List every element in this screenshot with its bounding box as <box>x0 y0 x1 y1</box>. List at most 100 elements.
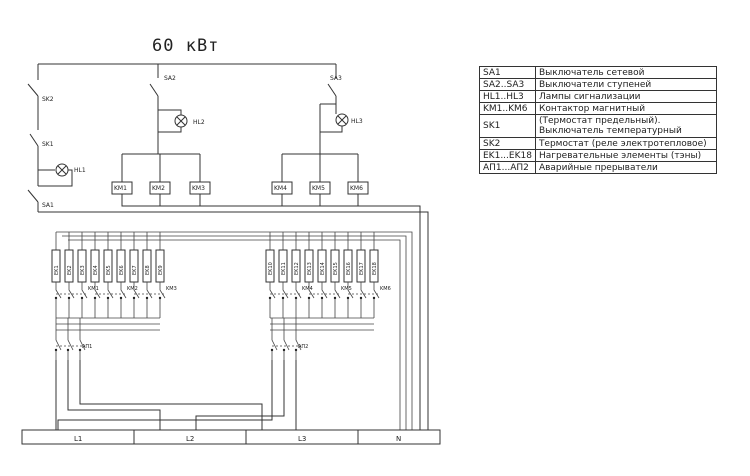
contactor-contact <box>146 282 153 318</box>
legend-code: EK1...EK18 <box>479 149 536 162</box>
hl2-label: HL2 <box>193 119 205 126</box>
contactor-contact-label: KM6 <box>380 286 391 292</box>
terminal-bus <box>21 429 441 445</box>
bus-label-l2: L2 <box>186 435 194 443</box>
legend-code: SK2 <box>479 137 536 150</box>
heating-element-label: EK17 <box>359 262 365 275</box>
breaker-pole <box>271 318 278 360</box>
legend-description: Нагревательные элементы (тэны) <box>534 149 717 162</box>
sa1-switch <box>27 189 39 203</box>
contactor-coil-label: KM3 <box>192 185 205 192</box>
legend-description: Выключатель сетевой <box>534 66 717 79</box>
sk1-switch <box>29 133 39 147</box>
legend-description: Контактор магнитный <box>534 102 717 115</box>
contactor-contact-label: KM3 <box>166 286 177 292</box>
heating-element-label: EK11 <box>281 262 287 275</box>
legend-description-line: Лампы сигнализации <box>538 91 641 102</box>
legend-description: Выключатели ступеней <box>534 78 717 91</box>
contactor-coil-label: KM6 <box>350 185 363 192</box>
contactor-contact <box>133 282 140 318</box>
ap2-label: АП2 <box>298 344 308 350</box>
heating-element-label: EK18 <box>372 262 378 275</box>
legend-description-line: Аварийные прерыватели <box>538 162 658 173</box>
heating-element-label: EK4 <box>93 265 99 275</box>
bus-label-n: N <box>396 435 401 443</box>
legend-description: Аварийные прерыватели <box>534 161 717 174</box>
ap1-label: АП1 <box>82 344 92 350</box>
contactor-contact <box>282 282 289 318</box>
legend-description-line: Выключатель температурный <box>538 126 682 136</box>
sa1-label: SA1 <box>42 202 54 209</box>
contactor-contact <box>347 282 354 318</box>
heating-element-label: EK8 <box>145 265 151 275</box>
heating-element-label: EK3 <box>80 265 86 275</box>
legend-description-line: Выключатели ступеней <box>538 79 652 90</box>
contactor-contact-label: KM2 <box>127 286 138 292</box>
sk1-label: SK1 <box>42 141 54 148</box>
legend-description: Термостат (реле электротепловое) <box>534 137 717 150</box>
contactor-contact <box>120 282 127 318</box>
contactor-contact <box>107 282 114 318</box>
legend-description-line: Термостат (реле электротепловое) <box>538 138 707 149</box>
contactor-coil-label: KM4 <box>274 185 287 192</box>
contactor-contact <box>55 282 62 318</box>
heating-element-label: EK9 <box>158 265 164 275</box>
breaker-pole <box>55 318 62 360</box>
heating-element-label: EK12 <box>294 262 300 275</box>
legend-code: SA2..SA3 <box>479 78 536 91</box>
legend-code: АП1...АП2 <box>479 161 536 174</box>
contactor-contact <box>94 282 101 318</box>
heating-element-label: EK2 <box>67 265 73 275</box>
heating-element-label: EK6 <box>119 265 125 275</box>
bus-label-l1: L1 <box>74 435 82 443</box>
diagram-title: 60 кВт <box>152 36 220 56</box>
heating-element-label: EK13 <box>307 262 313 275</box>
contactor-contact-label: KM4 <box>302 286 313 292</box>
contactor-contact <box>269 282 276 318</box>
contactor-coil-label: KM1 <box>114 185 127 192</box>
heating-element-label: EK15 <box>333 262 339 275</box>
contactor-coil-label: KM5 <box>312 185 325 192</box>
heating-element-label: EK5 <box>106 265 112 275</box>
wiring-schematic: SK2 SK1 SA1 HL1 SA2 HL2 SA3 HL3 KM1 KM2 … <box>21 63 441 445</box>
contactor-contact <box>308 282 315 318</box>
contactor-contact <box>68 282 75 318</box>
legend-code: SK1 <box>479 114 536 138</box>
hl1-label: HL1 <box>74 167 86 174</box>
heating-element-label: EK1 <box>54 265 60 275</box>
heating-element-label: EK10 <box>268 262 274 275</box>
contactor-contact-label: KM1 <box>88 286 99 292</box>
sk2-switch <box>27 83 39 97</box>
contactor-contact <box>360 282 367 318</box>
contactor-contact <box>81 282 88 318</box>
breaker-pole <box>283 318 290 360</box>
contactor-contact <box>321 282 328 318</box>
legend-code: HL1..HL3 <box>479 90 536 103</box>
sa2-label: SA2 <box>164 75 176 82</box>
sa3-label: SA3 <box>330 75 342 82</box>
contactor-contact <box>295 282 302 318</box>
breaker-pole <box>79 318 86 360</box>
contactor-contact <box>373 282 380 318</box>
contactor-contact <box>159 282 166 318</box>
legend-row: SK1(Термостат предельный).Выключатель те… <box>479 114 717 138</box>
sa3-switch <box>327 83 337 97</box>
legend-description-line: Нагревательные элементы (тэны) <box>538 150 702 161</box>
hl3-label: HL3 <box>351 118 363 125</box>
breaker-pole <box>67 318 74 360</box>
legend-description: (Термостат предельный).Выключатель темпе… <box>534 114 717 138</box>
legend-description-line: Выключатель сетевой <box>538 67 645 78</box>
legend-description-line: Контактор магнитный <box>538 103 646 114</box>
sk2-label: SK2 <box>42 96 54 103</box>
legend-description: Лампы сигнализации <box>534 90 717 103</box>
bus-label-l3: L3 <box>298 435 306 443</box>
